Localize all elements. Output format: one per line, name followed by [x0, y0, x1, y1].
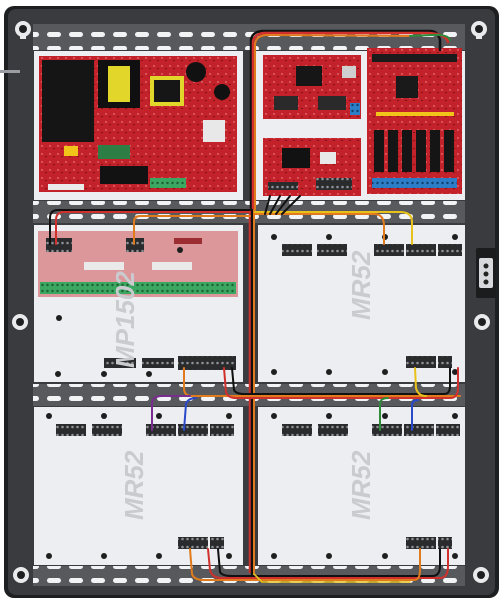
wire-mid-blue-right: [411, 399, 419, 431]
mp1502-label: MP1502: [110, 271, 140, 368]
wire-upper-right-black: [264, 195, 301, 215]
wire-bottom-black: [217, 548, 441, 577]
wire-upper-right-orange: [254, 213, 385, 245]
relay-board: [367, 48, 462, 194]
wire-mid-orange: [183, 367, 461, 397]
wire-bottom-yellow: [253, 573, 411, 583]
wire-top-red: [251, 31, 450, 212]
power-supply-board: [34, 51, 243, 200]
wire-mid-black: [231, 367, 451, 395]
wire-top-black: [249, 29, 442, 212]
wire-upper-black: [49, 209, 251, 245]
mp1502-plate: MP1502: [34, 225, 243, 382]
mr52-plate-top-right: MR52: [258, 225, 465, 382]
mr52-label-bottom-left: MR52: [119, 450, 149, 520]
wire-bottom-red: [207, 548, 449, 579]
wire-mid-yellow: [414, 367, 427, 397]
mr52-plate-bottom-left: MR52: [34, 407, 243, 565]
controller-board: [263, 55, 361, 119]
wire-upper-red: [55, 211, 251, 245]
wire-top-orange: [254, 34, 411, 211]
wire-bottom-orange: [189, 548, 421, 581]
mr52-label-bottom-right: MR52: [346, 450, 376, 520]
wire-top-green: [409, 33, 451, 41]
wire-mid-green: [379, 397, 389, 431]
wire-mid-red: [223, 367, 459, 399]
mr52-plate-bottom-right: MR52: [258, 407, 465, 565]
interface-board: [263, 138, 361, 196]
wire-mid-blue: [183, 397, 197, 431]
wire-mid-purple: [151, 395, 191, 431]
wire-upper-orange: [133, 215, 251, 245]
wire-upper-right-yellow: [254, 211, 413, 245]
mounting-holes: [12, 21, 490, 583]
mr52-label-top-right: MR52: [346, 250, 376, 320]
tamper-switch: [476, 248, 496, 298]
wiring-harness: [49, 29, 461, 583]
